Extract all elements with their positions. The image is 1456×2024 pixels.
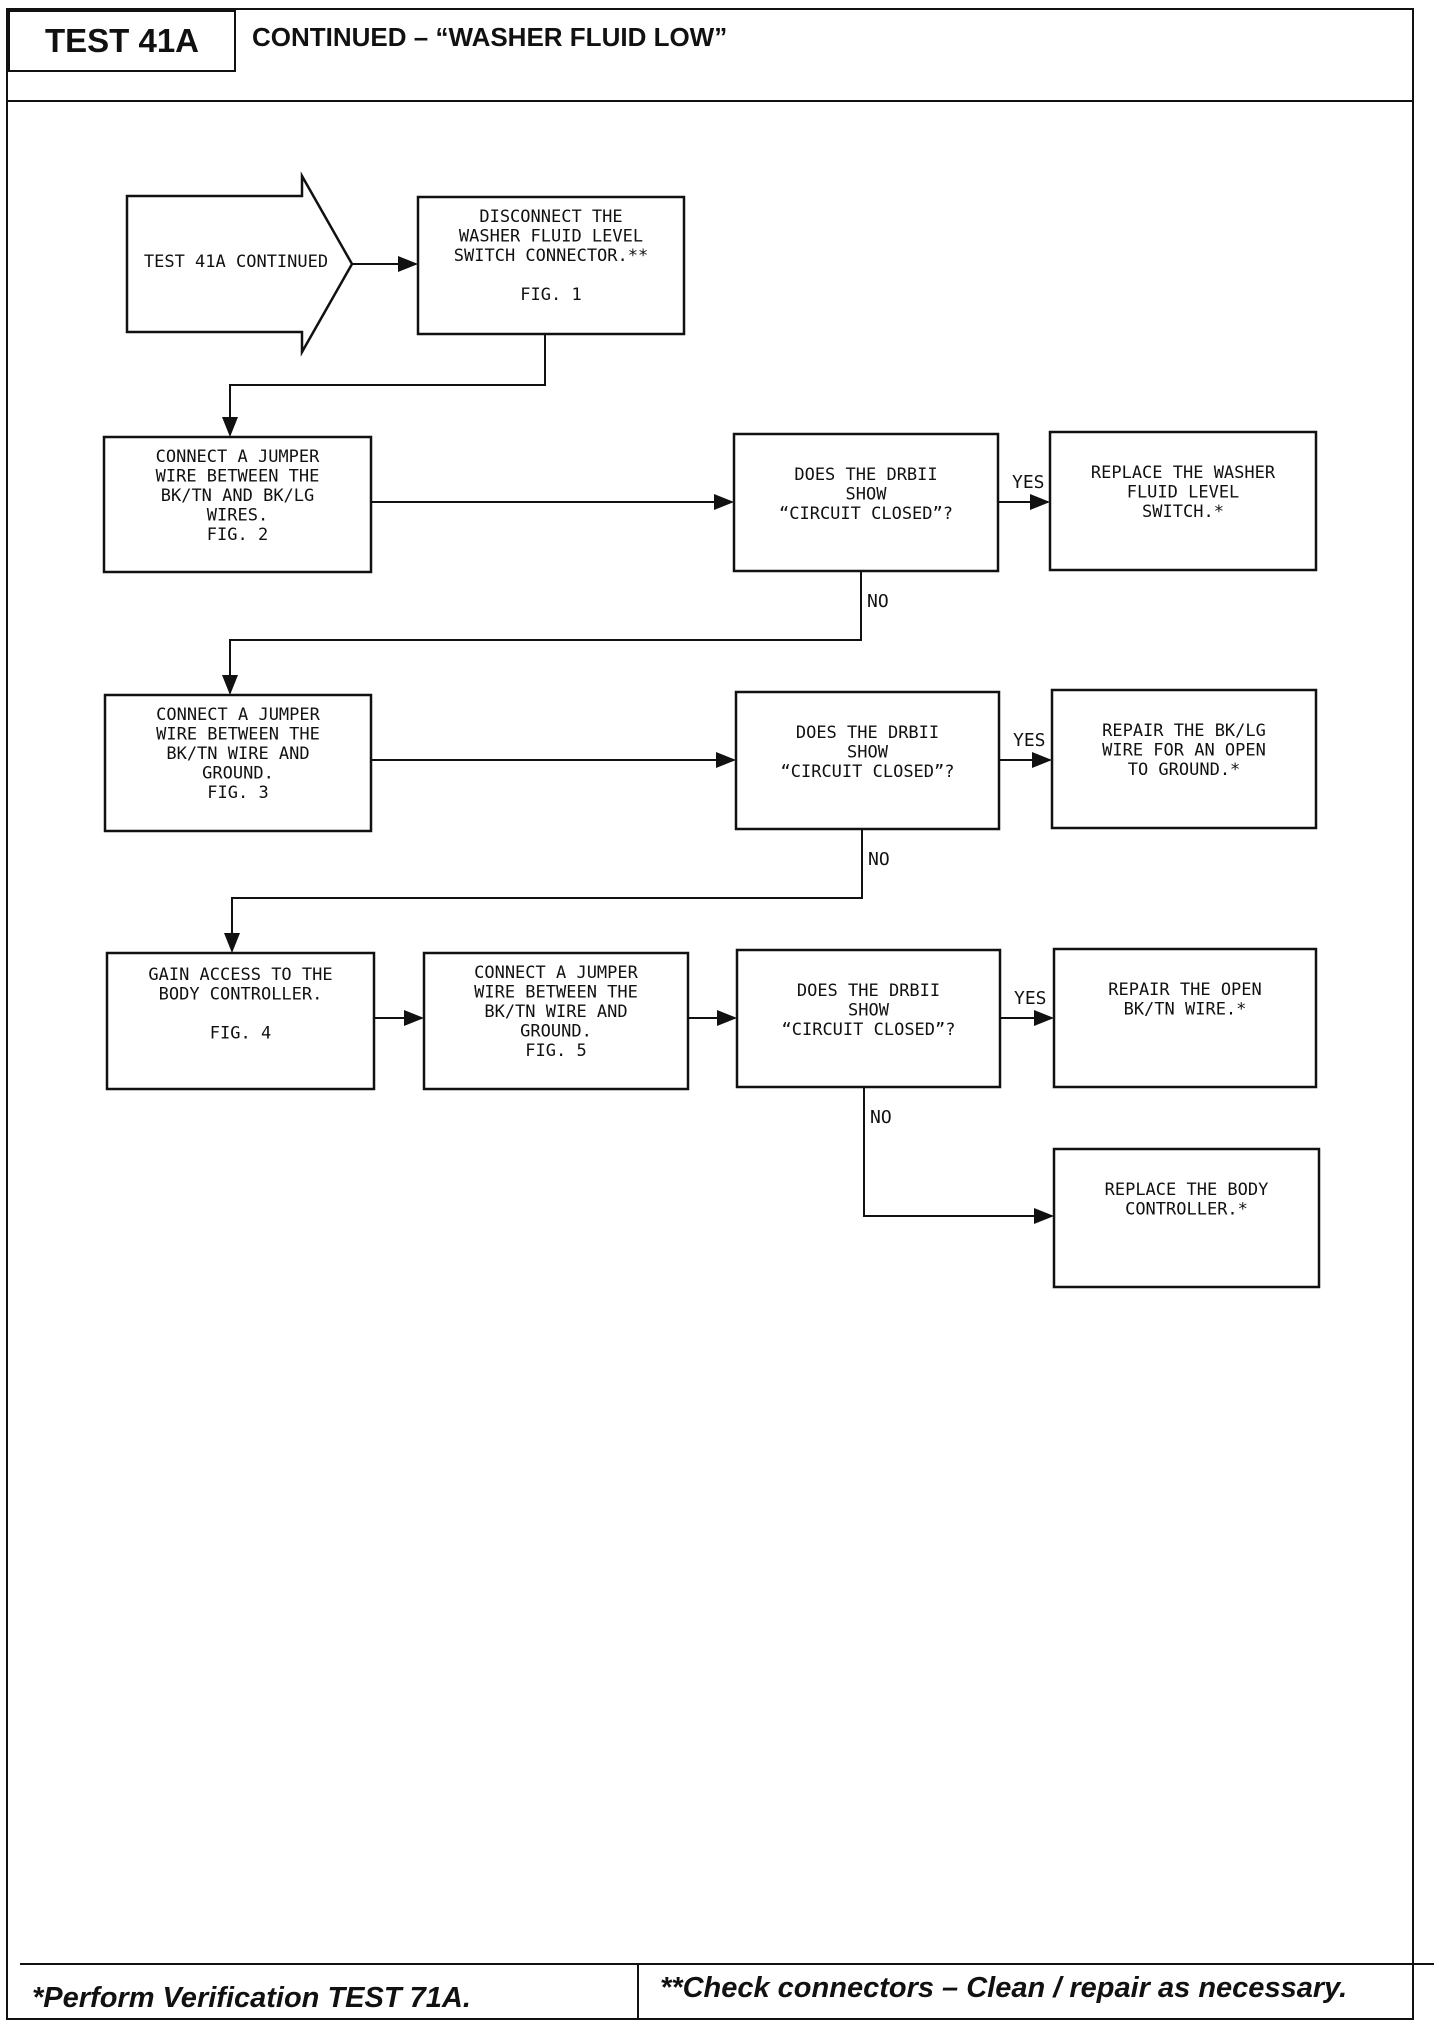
flow-box-line: GROUND. xyxy=(202,764,274,784)
flow-box-line: DOES THE DRBII xyxy=(797,981,940,1001)
flow-box xyxy=(105,951,376,1091)
flow-box xyxy=(416,195,686,336)
yes-label-2: YES xyxy=(1013,730,1046,751)
flow-box xyxy=(1050,688,1318,830)
flow-box-line: FIG. 4 xyxy=(210,1024,271,1044)
flow-box-line: TO GROUND.* xyxy=(1128,760,1241,780)
flow-box-line: WASHER FLUID LEVEL xyxy=(459,227,643,247)
page-border xyxy=(6,8,1414,2020)
flow-box-line: BK/TN WIRE AND xyxy=(484,1002,627,1022)
flow-box-line: FIG. 5 xyxy=(525,1041,586,1061)
flow-box-line: SWITCH.* xyxy=(1142,502,1224,522)
flow-box-line: DISCONNECT THE xyxy=(479,207,622,227)
flow-box-line: REPLACE THE BODY xyxy=(1105,1180,1269,1200)
flow-box-line: REPAIR THE OPEN xyxy=(1108,980,1262,1000)
edge-disconnect-to-jumper1 xyxy=(222,334,546,437)
flow-box-line: BK/TN WIRE AND xyxy=(166,744,309,764)
flow-box-line: FIG. 2 xyxy=(207,525,268,545)
flow-box xyxy=(102,435,373,574)
no-label-1: NO xyxy=(867,591,889,612)
flow-box-line: SHOW xyxy=(846,485,888,505)
yes-label-1: YES xyxy=(1012,472,1045,493)
flow-box-line: REPAIR THE BK/LG xyxy=(1102,721,1266,741)
flow-box-line: WIRE FOR AN OPEN xyxy=(1102,741,1266,761)
start-arrow: TEST 41A CONTINUED xyxy=(125,171,354,357)
flow-box-line: WIRE BETWEEN THE xyxy=(474,983,638,1003)
edge-decision3-no xyxy=(863,1087,1054,1224)
flow-box-line: FIG. 3 xyxy=(207,783,268,803)
flow-box-line: “CIRCUIT CLOSED”? xyxy=(782,1020,956,1040)
flow-box-line: GROUND. xyxy=(520,1022,592,1042)
flow-box-line: SHOW xyxy=(847,743,889,763)
flow-box-line: DOES THE DRBII xyxy=(794,465,937,485)
footer-connectors-note: **Check connectors – Clean / repair as n… xyxy=(660,1972,1348,2004)
flow-box-line: “CIRCUIT CLOSED”? xyxy=(781,762,955,782)
no-label-2: NO xyxy=(868,849,890,870)
flow-box-line: FIG. 1 xyxy=(520,285,581,305)
flow-box-line: CONNECT A JUMPER xyxy=(156,705,321,725)
flow-box-line: SWITCH CONNECTOR.** xyxy=(454,246,648,266)
flow-box xyxy=(103,693,373,833)
flow-box-line: REPLACE THE WASHER xyxy=(1091,463,1276,483)
flow-box-line: FLUID LEVEL xyxy=(1127,483,1240,503)
page-title: CONTINUED – “WASHER FLUID LOW” xyxy=(252,22,728,52)
footer-verification-note: *Perform Verification TEST 71A. xyxy=(32,1982,471,2014)
flow-box-line: WIRE BETWEEN THE xyxy=(156,725,320,745)
yes-label-3: YES xyxy=(1014,988,1047,1009)
flow-box xyxy=(1052,947,1318,1089)
flow-box xyxy=(1052,1147,1321,1289)
header-rule xyxy=(6,100,1414,102)
flow-box-line: BK/TN AND BK/LG xyxy=(161,486,315,506)
flow-box xyxy=(1048,430,1318,572)
flow-box-line: BK/TN WIRE.* xyxy=(1124,1000,1247,1020)
edge-decision2-no xyxy=(224,829,863,953)
flow-box-line: GAIN ACCESS TO THE xyxy=(148,965,332,985)
flow-box-line: WIRE BETWEEN THE xyxy=(156,467,320,487)
connectors xyxy=(222,256,1054,1224)
flow-box-line: SHOW xyxy=(848,1001,890,1021)
flow-box-line: WIRES. xyxy=(207,506,268,526)
flow-box-line: CONTROLLER.* xyxy=(1125,1200,1248,1220)
flow-box xyxy=(422,951,690,1091)
edge-decision1-no xyxy=(222,571,862,695)
flow-box-line: CONNECT A JUMPER xyxy=(156,447,321,467)
flow-box-line: “CIRCUIT CLOSED”? xyxy=(779,504,953,524)
flow-box-line: DOES THE DRBII xyxy=(796,723,939,743)
flow-box-line: CONNECT A JUMPER xyxy=(474,963,639,983)
flow-box-line: BODY CONTROLLER. xyxy=(159,985,323,1005)
start-label: TEST 41A CONTINUED xyxy=(144,252,328,272)
test-label: TEST 41A xyxy=(8,10,236,72)
no-label-3: NO xyxy=(870,1107,892,1128)
